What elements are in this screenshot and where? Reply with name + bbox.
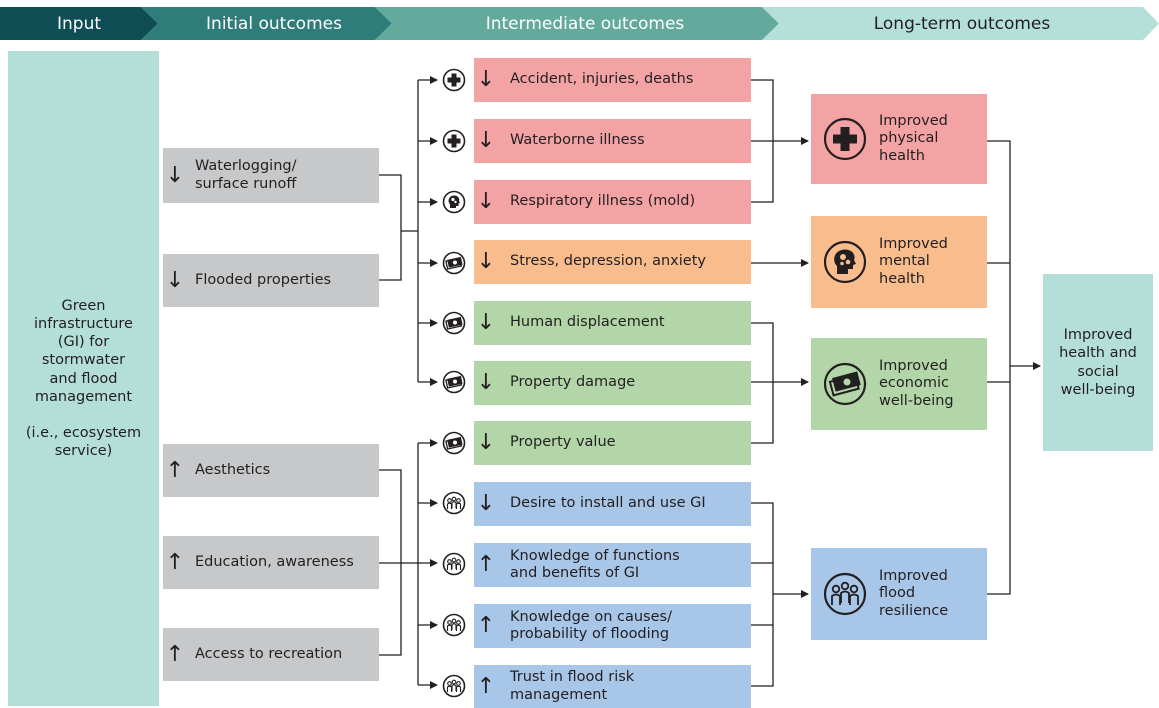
initial-recreation-box: ↑ Access to recreation — [163, 628, 379, 681]
input-note: (i.e., ecosystem service) — [25, 424, 142, 459]
cross-icon — [442, 129, 466, 153]
longterm-economic-label: Improved economic well-being — [879, 357, 954, 409]
header-input-chevron — [0, 7, 158, 40]
initial-waterlogging-box: ↓ Waterlogging/ surface runoff — [163, 148, 379, 203]
intermediate-property-value-box: ↓ Property value — [474, 421, 751, 465]
header-longterm-chevron — [762, 7, 1159, 40]
increase-arrow: ↑ — [165, 457, 185, 483]
input-description: Green infrastructure (GI) for stormwater… — [34, 298, 133, 405]
increase-arrow: ↑ — [476, 613, 496, 638]
intermediate-respiratory-label: Respiratory illness (mold) — [510, 193, 696, 210]
header-intermediate-chevron — [375, 7, 779, 40]
longterm-mental-label: Improved mental health — [879, 235, 948, 287]
longterm-resilience-label: Improved flood resilience — [879, 567, 949, 619]
intermediate-property-value-label: Property value — [510, 434, 616, 451]
header-initial-chevron — [141, 7, 392, 40]
intermediate-trust-box: ↑ Trust in flood risk management — [474, 665, 751, 708]
decrease-arrow: ↓ — [165, 162, 185, 188]
intermediate-respiratory-box: ↓ Respiratory illness (mold) — [474, 180, 751, 224]
increase-arrow: ↑ — [476, 673, 496, 699]
intermediate-knowledge-causes-label: Knowledge on causes/ probability of floo… — [510, 608, 672, 642]
initial-aesthetics-label: Aesthetics — [195, 461, 271, 478]
intermediate-displacement-label: Human displacement — [510, 314, 665, 331]
intermediate-waterborne-box: ↓ Waterborne illness — [474, 119, 751, 163]
cross-icon — [442, 68, 466, 92]
header-initial-label: Initial outcomes — [206, 13, 342, 34]
people-icon — [442, 552, 466, 576]
initial-education-box: ↑ Education, awareness — [163, 536, 379, 589]
longterm-economic-box: Improved economic well-being — [811, 338, 987, 430]
longterm-physical-label: Improved physical health — [879, 112, 948, 164]
money-icon — [442, 431, 466, 455]
intermediate-waterborne-label: Waterborne illness — [510, 132, 645, 149]
increase-arrow: ↑ — [165, 641, 185, 667]
intermediate-knowledge-causes-box: ↑ Knowledge on causes/ probability of fl… — [474, 604, 751, 648]
people-icon — [442, 613, 466, 637]
decrease-arrow: ↓ — [165, 267, 185, 293]
decrease-arrow: ↓ — [476, 491, 496, 516]
initial-flooded-box: ↓ Flooded properties — [163, 254, 379, 307]
increase-arrow: ↑ — [476, 552, 496, 577]
header-bar — [0, 7, 1159, 40]
people-icon — [442, 674, 466, 698]
intermediate-property-damage-box: ↓ Property damage — [474, 361, 751, 405]
decrease-arrow: ↓ — [476, 189, 496, 214]
header-input-label: Input — [56, 13, 102, 34]
header-intermediate-label: Intermediate outcomes — [485, 13, 685, 34]
money-icon — [442, 370, 466, 394]
intermediate-knowledge-functions-box: ↑ Knowledge of functions and benefits of… — [474, 543, 751, 587]
initial-recreation-label: Access to recreation — [195, 645, 343, 662]
money-icon — [442, 251, 466, 275]
intermediate-desire-gi-label: Desire to install and use GI — [510, 495, 706, 512]
increase-arrow: ↑ — [165, 549, 185, 575]
input-box: Green infrastructure (GI) for stormwater… — [8, 51, 159, 706]
head-gears-icon — [442, 190, 466, 214]
decrease-arrow: ↓ — [476, 430, 496, 455]
initial-flooded-label: Flooded properties — [195, 271, 332, 288]
initial-waterlogging-label: Waterlogging/ surface runoff — [195, 158, 297, 192]
intermediate-stress-box: ↓ Stress, depression, anxiety — [474, 240, 751, 284]
final-outcome-box: Improved health and social well-being — [1043, 274, 1153, 451]
initial-education-label: Education, awareness — [195, 553, 354, 570]
intermediate-trust-label: Trust in flood risk management — [510, 669, 635, 703]
cross-icon — [823, 117, 867, 161]
header-longterm-label: Long-term outcomes — [873, 13, 1051, 34]
intermediate-accident-label: Accident, injuries, deaths — [510, 71, 694, 88]
intermediate-knowledge-functions-label: Knowledge of functions and benefits of G… — [510, 547, 680, 581]
money-icon — [823, 362, 867, 406]
longterm-resilience-box: Improved flood resilience — [811, 548, 987, 640]
money-icon — [442, 311, 466, 335]
initial-aesthetics-box: ↑ Aesthetics — [163, 444, 379, 497]
decrease-arrow: ↓ — [476, 128, 496, 153]
final-outcome-label: Improved health and social well-being — [1059, 327, 1137, 398]
intermediate-property-damage-label: Property damage — [510, 374, 636, 391]
intermediate-stress-label: Stress, depression, anxiety — [510, 253, 706, 270]
intermediate-accident-box: ↓ Accident, injuries, deaths — [474, 58, 751, 102]
intermediate-desire-gi-box: ↓ Desire to install and use GI — [474, 482, 751, 526]
decrease-arrow: ↓ — [476, 67, 496, 92]
longterm-physical-box: Improved physical health — [811, 94, 987, 184]
longterm-mental-box: Improved mental health — [811, 216, 987, 308]
decrease-arrow: ↓ — [476, 249, 496, 274]
head-gears-icon — [823, 240, 867, 284]
people-icon — [823, 572, 867, 616]
decrease-arrow: ↓ — [476, 370, 496, 395]
people-icon — [442, 491, 466, 515]
intermediate-displacement-box: ↓ Human displacement — [474, 301, 751, 345]
decrease-arrow: ↓ — [476, 310, 496, 335]
